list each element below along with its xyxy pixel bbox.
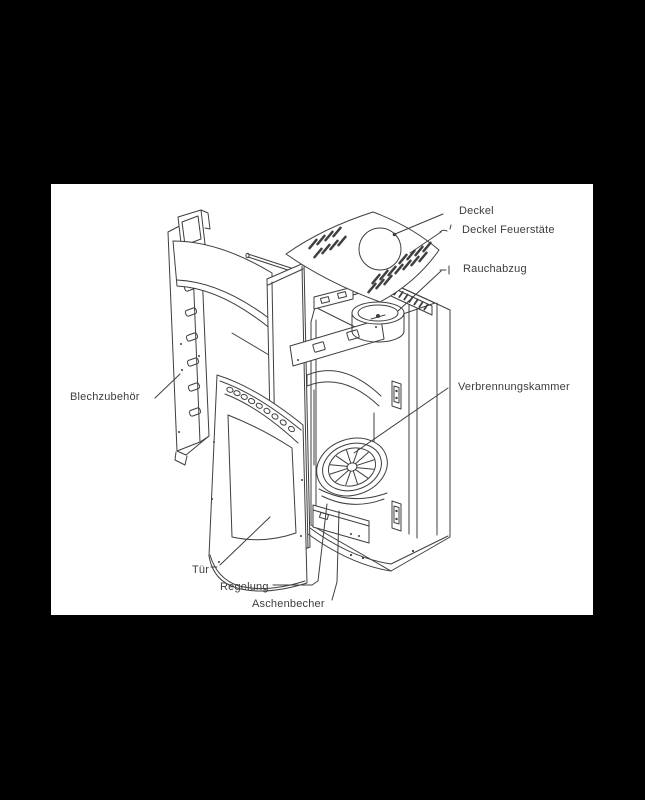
support-rod <box>245 252 295 273</box>
leader-verbrennungskammer <box>353 387 449 454</box>
label-rauchabzug: Rauchabzug <box>463 263 527 275</box>
leader-rauchabzug <box>397 265 450 312</box>
fan-tray <box>318 488 388 505</box>
combustion-chamber-fan <box>316 437 388 497</box>
label-verbrennungskammer: Verbrennungskammer <box>458 381 570 393</box>
ash-drawer <box>312 504 370 544</box>
leader-tuer <box>210 516 271 568</box>
door-part <box>208 374 308 592</box>
door-perforations <box>226 386 295 433</box>
leader-blechzubehoer <box>154 373 181 399</box>
label-regelung: Regelung <box>220 581 269 593</box>
label-aschenbecher: Aschenbecher <box>252 598 325 610</box>
label-tuer: Tür <box>192 564 210 576</box>
leader-regelung <box>272 503 328 586</box>
leader-lines <box>154 213 452 601</box>
leader-deckel-dot <box>392 232 397 237</box>
panel-edge-line <box>231 332 270 356</box>
stove-body <box>289 282 451 572</box>
diagram-panel: Deckel Deckel Feuerstäte Rauchabzug Verb… <box>51 184 593 615</box>
leader-deckel-feuerstaete <box>409 224 452 254</box>
leader-aschenbecher <box>331 510 340 601</box>
label-blechzubehoer: Blechzubehör <box>70 391 140 403</box>
smoke-outlet <box>351 301 405 343</box>
stove-exploded-diagram <box>154 209 452 601</box>
leader-deckel <box>394 213 444 235</box>
hinge-lower <box>391 500 402 532</box>
label-deckel-feuerstaete: Deckel Feuerstäte <box>462 224 555 236</box>
hinge-upper <box>391 380 402 410</box>
top-cover-plate <box>285 211 440 303</box>
label-deckel: Deckel <box>459 205 494 217</box>
